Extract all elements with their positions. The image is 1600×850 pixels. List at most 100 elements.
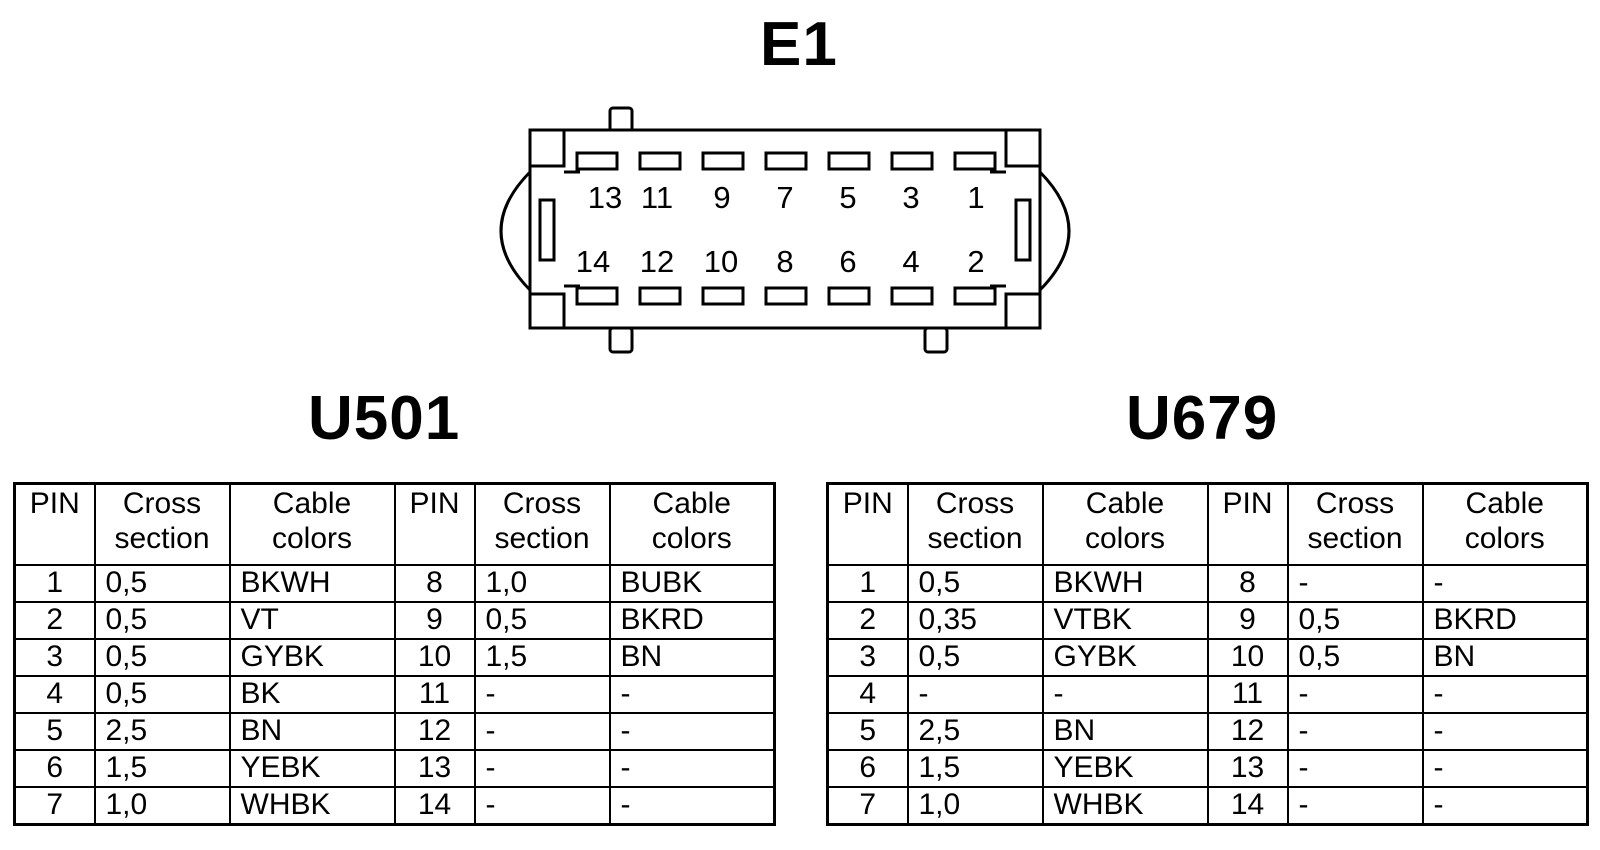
pin-contact bbox=[764, 286, 808, 306]
cross-section-cell: - bbox=[473, 749, 611, 788]
cross-section-cell: 0,5 bbox=[473, 601, 611, 640]
cable-color-cell: BN bbox=[1421, 638, 1589, 677]
cable-color-cell: BKRD bbox=[608, 601, 776, 640]
cross-section-cell: 0,5 bbox=[93, 638, 231, 677]
cross-section-cell: 0,35 bbox=[906, 601, 1044, 640]
pin-label: 3 bbox=[902, 180, 919, 215]
cable-color-cell: BN bbox=[608, 638, 776, 677]
table-row: 4--11-- bbox=[826, 675, 1589, 714]
pin-contact bbox=[764, 151, 808, 171]
bottom-row-pin-labels: 14 12 10 8 6 4 2 bbox=[576, 244, 985, 279]
pin-number-cell: 2 bbox=[826, 601, 909, 640]
cable-color-cell: BKWH bbox=[228, 564, 396, 603]
connector-housing bbox=[499, 106, 1071, 354]
connector-diagram: 13 11 9 7 5 3 1 14 12 10 8 6 4 2 bbox=[499, 106, 1071, 354]
pin-number-cell: 1 bbox=[826, 564, 909, 603]
u501-title: U501 bbox=[308, 384, 461, 453]
cross-section-cell: - bbox=[1286, 786, 1424, 826]
cross-section-cell: 0,5 bbox=[906, 564, 1044, 603]
cable-color-cell: - bbox=[1421, 749, 1589, 788]
pin-number-cell: 8 bbox=[393, 564, 476, 603]
cross-section-cell: - bbox=[1286, 712, 1424, 751]
cable-color-cell: - bbox=[608, 749, 776, 788]
cable-color-cell: GYBK bbox=[228, 638, 396, 677]
pin-label: 12 bbox=[640, 244, 674, 279]
cross-section-cell: 0,5 bbox=[93, 564, 231, 603]
cross-section-cell: 1,0 bbox=[473, 564, 611, 603]
pin-number-cell: 5 bbox=[826, 712, 909, 751]
pin-number-cell: 6 bbox=[826, 749, 909, 788]
pin-contact bbox=[827, 286, 871, 306]
cross-section-cell: - bbox=[473, 712, 611, 751]
cable-color-cell: YEBK bbox=[1041, 749, 1209, 788]
pin-number-cell: 4 bbox=[13, 675, 96, 714]
pin-number-cell: 11 bbox=[1206, 675, 1289, 714]
pin-number-cell: 13 bbox=[1206, 749, 1289, 788]
cross-section-cell: 0,5 bbox=[906, 638, 1044, 677]
cable-color-cell: WHBK bbox=[228, 786, 396, 826]
pin-label: 5 bbox=[839, 180, 856, 215]
cross-section-cell: - bbox=[906, 675, 1044, 714]
pin-label: 2 bbox=[967, 244, 984, 279]
cross-section-cell: 1,0 bbox=[93, 786, 231, 826]
pin-number-cell: 13 bbox=[393, 749, 476, 788]
bottom-row-contacts bbox=[575, 286, 997, 306]
pin-label: 8 bbox=[776, 244, 793, 279]
pin-number-cell: 7 bbox=[13, 786, 96, 826]
cross-section-cell: 0,5 bbox=[1286, 601, 1424, 640]
cable-color-cell: WHBK bbox=[1041, 786, 1209, 826]
pin-contact bbox=[575, 286, 619, 306]
cross-section-cell: 0,5 bbox=[1286, 638, 1424, 677]
connector-title: E1 bbox=[760, 10, 838, 79]
cable-color-cell: - bbox=[608, 712, 776, 751]
pin-number-cell: 10 bbox=[1206, 638, 1289, 677]
pin-number-cell: 12 bbox=[1206, 712, 1289, 751]
pin-number-cell: 5 bbox=[13, 712, 96, 751]
pin-contact bbox=[890, 286, 934, 306]
header-pin: PIN bbox=[13, 482, 96, 566]
pin-number-cell: 1 bbox=[13, 564, 96, 603]
pin-label: 1 bbox=[967, 180, 984, 215]
cable-color-cell: - bbox=[608, 786, 776, 826]
cross-section-cell: 1,5 bbox=[906, 749, 1044, 788]
cable-color-cell: BK bbox=[228, 675, 396, 714]
pin-number-cell: 11 bbox=[393, 675, 476, 714]
cross-section-cell: - bbox=[473, 675, 611, 714]
pin-label: 14 bbox=[576, 244, 610, 279]
pin-number-cell: 4 bbox=[826, 675, 909, 714]
cable-color-cell: - bbox=[1041, 675, 1209, 714]
u679-title: U679 bbox=[1126, 384, 1279, 453]
pin-contact bbox=[575, 151, 619, 171]
pin-label: 7 bbox=[776, 180, 793, 215]
pin-number-cell: 9 bbox=[1206, 601, 1289, 640]
pin-number-cell: 3 bbox=[13, 638, 96, 677]
pin-number-cell: 2 bbox=[13, 601, 96, 640]
cross-section-cell: 2,5 bbox=[93, 712, 231, 751]
pin-contact bbox=[701, 286, 745, 306]
cable-color-cell: - bbox=[608, 675, 776, 714]
pin-number-cell: 14 bbox=[1206, 786, 1289, 826]
cross-section-cell: 1,5 bbox=[93, 749, 231, 788]
cable-color-cell: VTBK bbox=[1041, 601, 1209, 640]
top-row-contacts bbox=[575, 151, 997, 171]
pin-number-cell: 10 bbox=[393, 638, 476, 677]
cross-section-cell: 2,5 bbox=[906, 712, 1044, 751]
header-pin: PIN bbox=[393, 482, 476, 566]
cross-section-cell: - bbox=[1286, 564, 1424, 603]
cable-color-cell: - bbox=[1421, 675, 1589, 714]
pin-number-cell: 8 bbox=[1206, 564, 1289, 603]
